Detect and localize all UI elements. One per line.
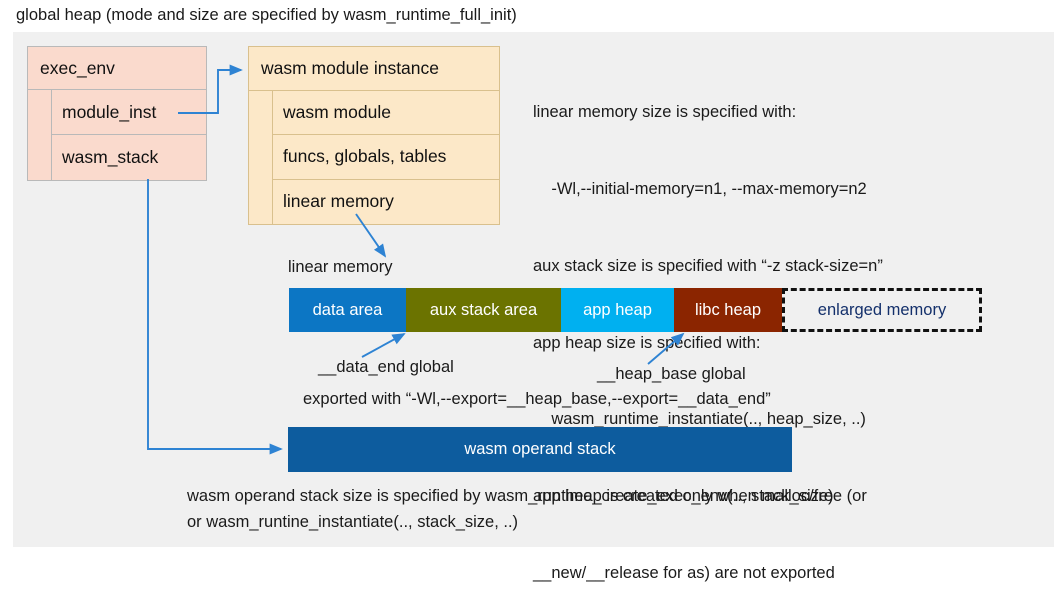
exec-env-box: exec_env module_inst wasm_stack xyxy=(27,46,207,181)
data-end-global-label: __data_end global xyxy=(318,358,454,376)
memory-segment-enlarged-memory: enlarged memory xyxy=(782,288,982,332)
linear-memory-bar: data area aux stack area app heap libc h… xyxy=(289,288,982,332)
note-line-5: app heap is created only when malloc/fre… xyxy=(533,487,867,506)
memory-segment-aux-stack-area: aux stack area xyxy=(406,288,561,332)
memory-segment-app-heap: app heap xyxy=(561,288,674,332)
wasm-operand-stack-bar: wasm operand stack xyxy=(288,427,792,472)
module-instance-field-funcs-globals-tables: funcs, globals, tables xyxy=(273,135,499,180)
note-line-0: linear memory size is specified with: xyxy=(533,103,797,122)
export-flags-note: exported with “-Wl,--export=__heap_base,… xyxy=(303,390,771,408)
heap-base-global-label: __heap_base global xyxy=(597,365,746,383)
module-instance-field-wasm-module: wasm module xyxy=(273,91,499,136)
operand-stack-caption: wasm operand stack size is specified by … xyxy=(187,483,1047,535)
page-title: global heap (mode and size are specified… xyxy=(16,6,517,24)
module-instance-header: wasm module instance xyxy=(249,47,499,91)
caption-line-0: wasm operand stack size is specified by … xyxy=(187,487,834,505)
note-line-3: app heap size is specified with: xyxy=(533,333,761,352)
linear-memory-label: linear memory xyxy=(288,258,393,276)
module-instance-gutter xyxy=(249,91,273,224)
note-line-4: wasm_runtime_instantiate(.., heap_size, … xyxy=(533,410,866,429)
note-line-1: -Wl,--initial-memory=n1, --max-memory=n2 xyxy=(533,179,867,198)
wasm-module-instance-box: wasm module instance wasm module funcs, … xyxy=(248,46,500,225)
exec-env-header: exec_env xyxy=(28,47,206,90)
exec-env-gutter xyxy=(28,90,52,180)
memory-segment-libc-heap: libc heap xyxy=(674,288,782,332)
configuration-notes: linear memory size is specified with: -W… xyxy=(533,49,1043,612)
exec-env-field-module-inst: module_inst xyxy=(52,90,206,135)
note-line-2: aux stack size is specified with “-z sta… xyxy=(533,256,883,275)
module-instance-field-linear-memory: linear memory xyxy=(283,191,394,212)
note-line-6: __new/__release for as) are not exported xyxy=(533,563,835,582)
exec-env-field-wasm-stack: wasm_stack xyxy=(62,147,159,167)
caption-line-1: or wasm_runtine_instantiate(.., stack_si… xyxy=(187,513,519,531)
memory-segment-data-area: data area xyxy=(289,288,406,332)
